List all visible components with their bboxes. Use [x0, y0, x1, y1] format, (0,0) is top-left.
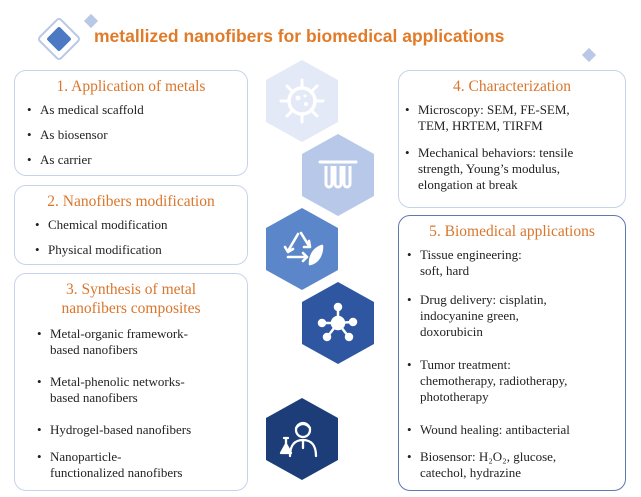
list-item-line: indocyanine green,	[420, 308, 519, 323]
hexagon-3	[266, 208, 338, 290]
box-characterization: 4. Characterization Microscopy: SEM, FE-…	[398, 70, 626, 208]
list-item-line: Nanoparticle-	[50, 449, 122, 464]
list-item: Tumor treatment: chemotherapy, radiother…	[407, 357, 567, 405]
box-title: 1. Application of metals	[56, 78, 206, 95]
box-biomedical-applications: 5. Biomedical applications Tissue engine…	[398, 215, 626, 491]
list-item-line: chemotherapy, radiotherapy,	[420, 373, 568, 388]
list-item-line: Tumor treatment:	[420, 357, 511, 372]
recycle-leaf-icon	[283, 231, 324, 266]
list-item-line: Hydrogel-based nanofibers	[50, 422, 192, 437]
hexagon-5	[266, 398, 338, 480]
list-item-line: Microscopy: SEM, FE-SEM,	[418, 102, 570, 117]
box-title-line-1: 3. Synthesis of metal	[65, 281, 197, 298]
hexagon-4	[302, 282, 374, 364]
list-item-line: Metal-phenolic networks-	[50, 374, 185, 389]
header-diamond-decoration	[38, 13, 99, 60]
hexagon-1	[266, 60, 338, 142]
virus-icon	[279, 78, 325, 124]
list-item-line: TEM, HRTEM, TIRFM	[418, 118, 543, 133]
list-item: Physical modification	[35, 242, 162, 258]
list-item-line: based nanofibers	[50, 390, 138, 405]
list-item: Wound healing: antibacterial	[407, 422, 570, 438]
list-item-line: strength, Young’s modulus,	[418, 161, 560, 176]
page-title: metallized nanofibers for biomedical app…	[94, 26, 505, 46]
list-item: Mechanical behaviors: tensile strength, …	[405, 145, 573, 193]
list-item-line: elongation at break	[418, 177, 518, 192]
list-item-line: Drug delivery: cisplatin,	[420, 292, 547, 307]
list-item-line: Mechanical behaviors: tensile	[418, 145, 574, 160]
list-item-line: doxorubicin	[420, 324, 483, 339]
scientist-icon	[279, 421, 318, 458]
box-synthesis-composites: 3. Synthesis of metal nanofibers composi…	[14, 273, 248, 491]
list-item-line: phototherapy	[420, 389, 489, 404]
list-item-line: Wound healing: antibacterial	[420, 422, 570, 437]
list-item-line: Tissue engineering:	[420, 247, 522, 262]
list-item: As biosensor	[27, 127, 108, 143]
box-title: 5. Biomedical applications	[429, 223, 595, 240]
list-item-line: based nanofibers	[50, 342, 138, 357]
box-title: 2. Nanofibers modification	[47, 193, 215, 210]
hexagon-2	[302, 134, 374, 216]
box-title: 4. Characterization	[453, 78, 571, 95]
list-item: Biosensor: H₂O₂, glucose, catechol, hydr…	[407, 449, 556, 481]
h2o2-formula: H₂O₂	[478, 449, 507, 464]
box-nanofibers-modification: 2. Nanofibers modification Chemical modi…	[14, 185, 248, 265]
box-title-line-2: nanofibers composites	[61, 300, 201, 317]
list-item: Metal-phenolic networks- based nanofiber…	[37, 374, 185, 406]
list-item: Chemical modification	[35, 217, 168, 233]
list-item: As medical scaffold	[27, 102, 144, 118]
list-item: Hydrogel-based nanofibers	[37, 422, 191, 438]
list-item: Microscopy: SEM, FE-SEM, TEM, HRTEM, TIR…	[405, 102, 570, 134]
list-item-line: catechol, hydrazine	[420, 465, 522, 480]
test-tubes-icon	[318, 160, 358, 189]
list-item-line: Metal-organic framework-	[50, 326, 189, 341]
list-item: Metal-organic framework- based nanofiber…	[37, 326, 188, 358]
list-item-line: functionalized nanofibers	[50, 465, 183, 480]
list-item: Nanoparticle- functionalized nanofibers	[37, 449, 182, 481]
list-item-line: soft, hard	[420, 263, 470, 278]
list-item: As carrier	[27, 152, 92, 168]
list-item: Drug delivery: cisplatin, indocyanine gr…	[407, 292, 547, 340]
list-item-line: , glucose,	[506, 449, 557, 464]
list-item-line: Biosensor:	[420, 449, 476, 464]
box-application-of-metals: 1. Application of metals As medical scaf…	[14, 70, 248, 176]
list-item: Tissue engineering: soft, hard	[407, 247, 522, 279]
small-diamond-decoration	[581, 47, 597, 63]
molecule-icon	[317, 302, 358, 342]
